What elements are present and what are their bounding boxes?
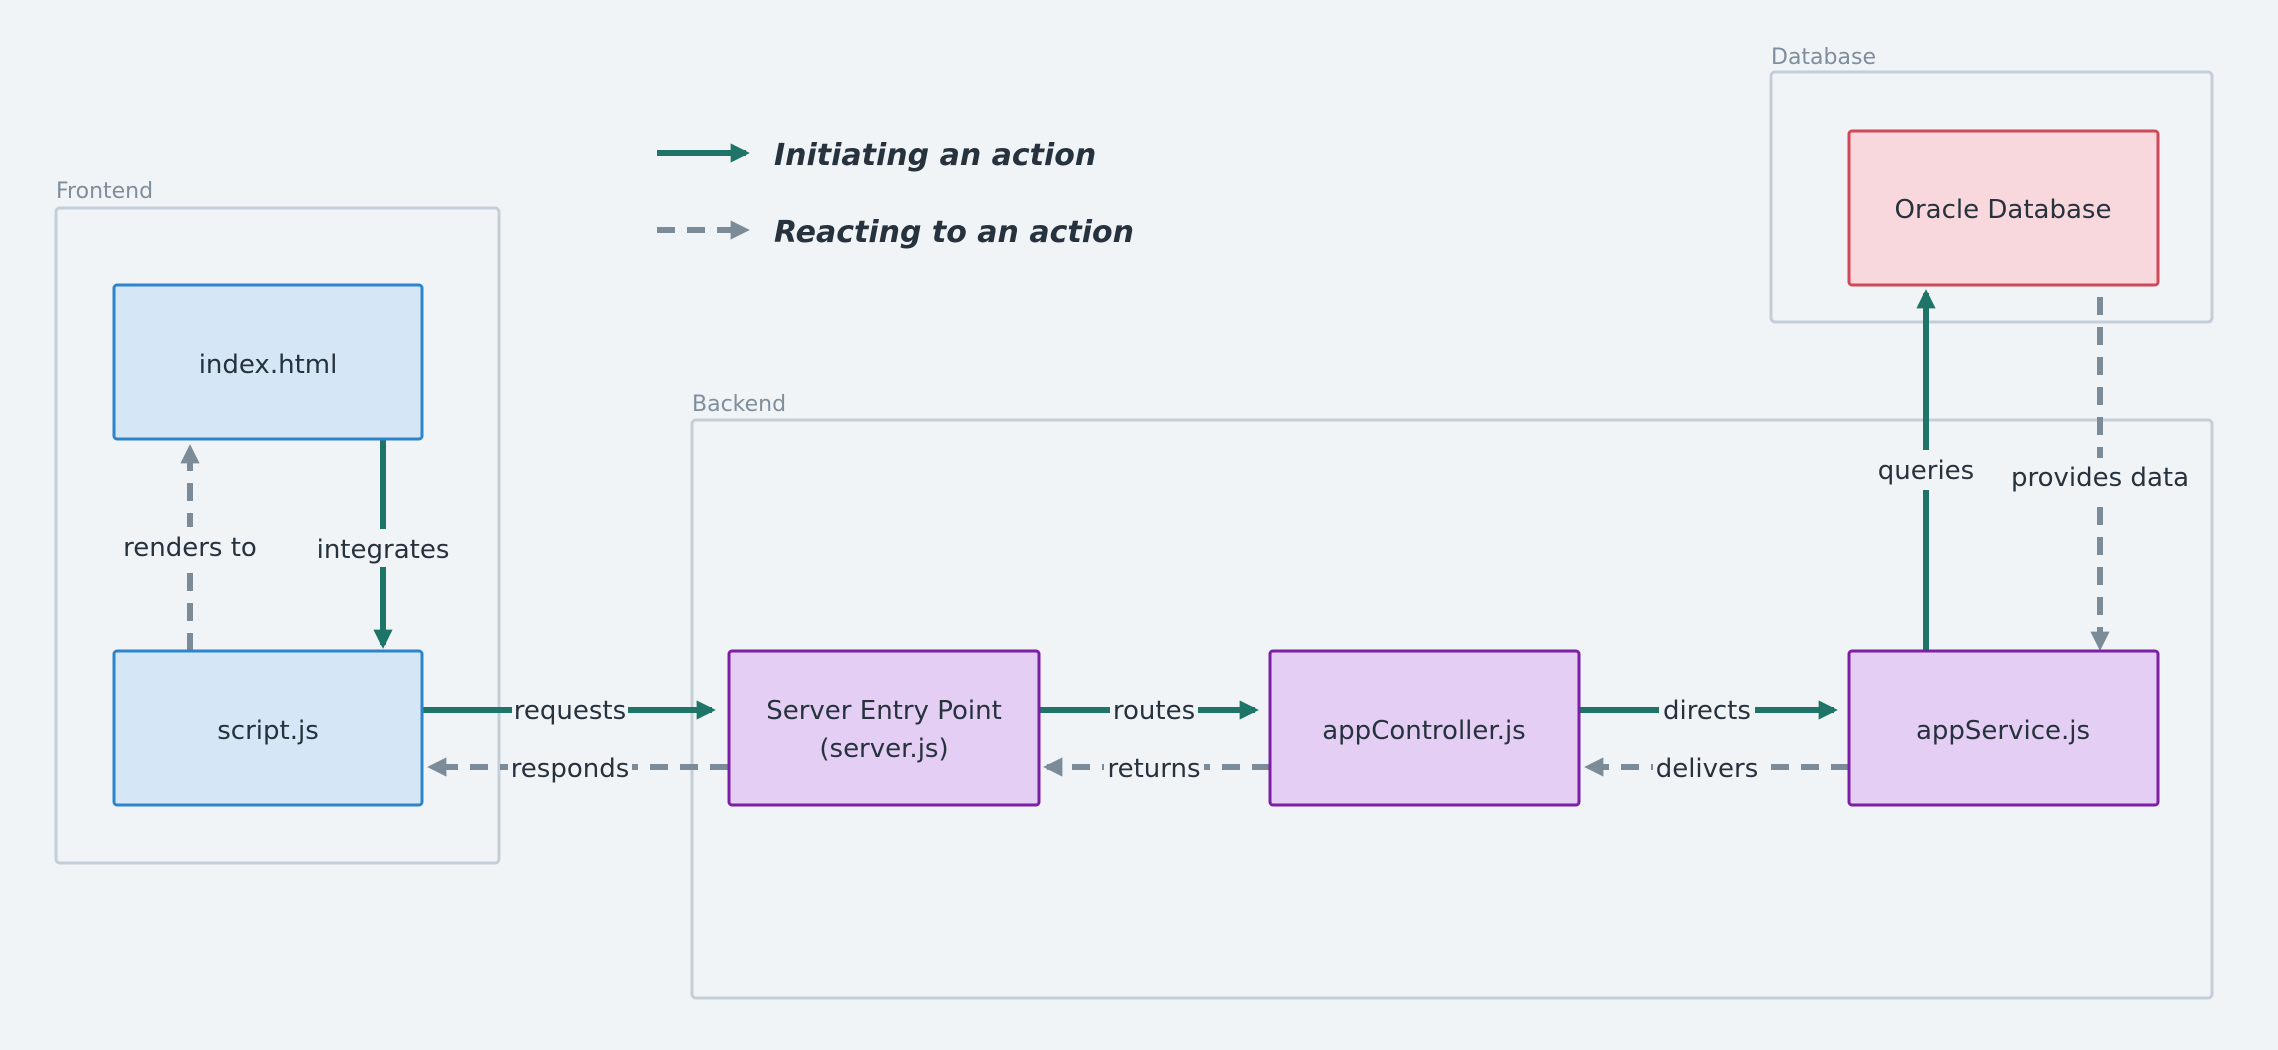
node-script-js[interactable]: script.js: [112, 649, 424, 807]
label-integrates: integrates: [317, 535, 450, 565]
frontend-group: Frontend: [54, 179, 501, 865]
frontend-group-label: Frontend: [56, 179, 153, 204]
label-returns: returns: [1107, 754, 1200, 784]
node-app-service[interactable]: appService.js: [1847, 649, 2160, 807]
node-app-controller[interactable]: appController.js: [1268, 649, 1581, 807]
label-queries: queries: [1878, 456, 1974, 486]
node-script-js-label: script.js: [217, 716, 319, 746]
node-server-label-line1: Server Entry Point: [766, 696, 1002, 726]
node-server-label-line2: (server.js): [819, 734, 948, 764]
node-app-service-label: appService.js: [1916, 716, 2090, 746]
backend-group-label: Backend: [692, 392, 786, 417]
legend-reacting-label: Reacting to an action: [774, 215, 1134, 250]
edge-labels: renders to integrates requests responds …: [120, 450, 2189, 786]
frontend-group-box: [54, 206, 501, 865]
node-server[interactable]: Server Entry Point (server.js): [727, 649, 1041, 807]
node-index-html-label: index.html: [199, 350, 338, 380]
legend-initiating-label: Initiating an action: [774, 138, 1096, 173]
label-directs: directs: [1663, 696, 1751, 726]
label-provides-data: provides data: [2011, 463, 2189, 493]
database-group-box: [1769, 70, 2214, 324]
label-renders-to: renders to: [123, 533, 257, 563]
label-responds: responds: [511, 754, 630, 784]
label-delivers: delivers: [1656, 754, 1759, 784]
node-oracle-database-label: Oracle Database: [1895, 195, 2112, 225]
label-requests: requests: [514, 696, 626, 726]
node-index-html[interactable]: index.html: [112, 283, 424, 441]
node-oracle-database[interactable]: Oracle Database: [1847, 129, 2160, 287]
node-app-controller-label: appController.js: [1322, 716, 1525, 746]
database-group-label: Database: [1771, 45, 1876, 70]
label-routes: routes: [1113, 696, 1195, 726]
legend: Initiating an action Reacting to an acti…: [657, 138, 1134, 250]
database-group: Database: [1769, 45, 2214, 324]
